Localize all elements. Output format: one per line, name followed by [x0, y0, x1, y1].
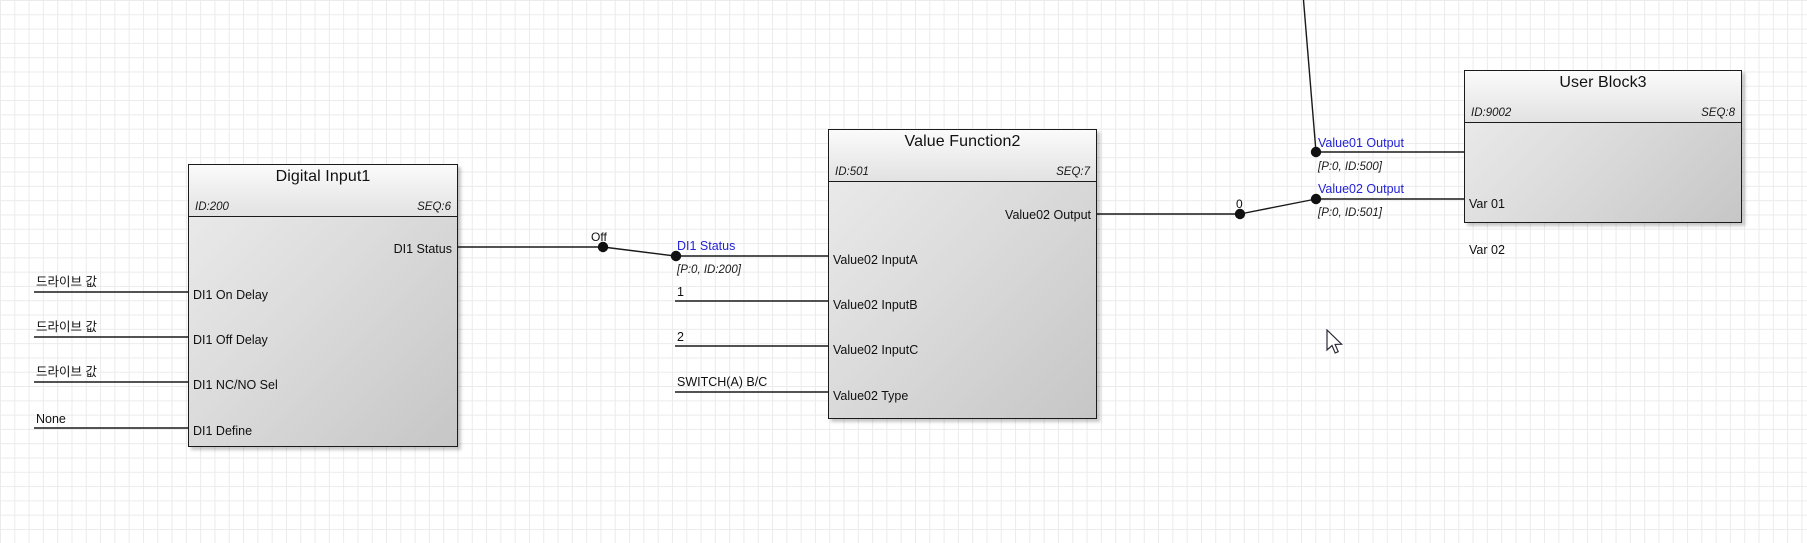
label-di1-off-delay-value[interactable]: 드라이브 값	[36, 320, 97, 334]
label-value02-inputb-value[interactable]: 1	[677, 285, 684, 299]
block-id: ID:200	[195, 201, 229, 213]
label-value02-inputc-value[interactable]: 2	[677, 330, 684, 344]
port-value02-output[interactable]: Value02 Output	[1005, 208, 1091, 222]
block-header: Value Function2 ID:501 SEQ:7	[829, 130, 1096, 182]
label-value02-output-meta: [P:0, ID:501]	[1318, 207, 1382, 219]
label-value01-output-meta: [P:0, ID:500]	[1318, 161, 1382, 173]
block-body: Value02 Output Value02 InputA Value02 In…	[829, 182, 1096, 418]
port-var-02[interactable]: Var 02	[1469, 243, 1505, 257]
block-seq: SEQ:7	[1056, 166, 1090, 178]
label-di1-define-value[interactable]: None	[36, 412, 66, 426]
wire-di1-status-link	[602, 246, 676, 257]
block-user-block3[interactable]: User Block3 ID:9002 SEQ:8 Var 01 Var 02	[1464, 70, 1742, 257]
block-id: ID:501	[835, 166, 869, 178]
block-body: Var 01 Var 02	[1465, 123, 1741, 257]
port-di1-on-delay[interactable]: DI1 On Delay	[193, 288, 269, 302]
block-id: ID:9002	[1471, 107, 1512, 119]
port-var-01[interactable]: Var 01	[1469, 197, 1505, 211]
block-value-function2[interactable]: Value Function2 ID:501 SEQ:7 Value02 Out…	[828, 129, 1097, 419]
block-title: User Block3	[1559, 74, 1647, 91]
block-seq: SEQ:8	[1701, 107, 1735, 119]
port-value02-inputa[interactable]: Value02 InputA	[833, 253, 918, 267]
label-di1-status-link[interactable]: DI1 Status	[677, 239, 736, 253]
block-header: User Block3 ID:9002 SEQ:8	[1465, 71, 1741, 123]
block-body: DI1 Status DI1 On Delay DI1 Off Delay DI…	[189, 217, 457, 446]
block-digital-input1[interactable]: Digital Input1 ID:200 SEQ:6 DI1 Status D…	[188, 164, 458, 447]
block-seq: SEQ:6	[417, 201, 451, 213]
mouse-pointer-icon	[1326, 329, 1344, 354]
label-di1-status-value[interactable]: Off	[591, 230, 607, 244]
port-value02-type[interactable]: Value02 Type	[833, 389, 909, 403]
wire-value02-output-link	[1239, 198, 1317, 215]
port-di1-off-delay[interactable]: DI1 Off Delay	[193, 333, 268, 347]
port-di1-define[interactable]: DI1 Define	[193, 424, 253, 438]
label-di1-on-delay-value[interactable]: 드라이브 값	[36, 275, 97, 289]
label-value02-type-value[interactable]: SWITCH(A) B/C	[677, 375, 768, 389]
label-di1-status-meta: [P:0, ID:200]	[677, 264, 741, 276]
block-header: Digital Input1 ID:200 SEQ:6	[189, 165, 457, 217]
wire-value01-output-incoming	[1302, 0, 1317, 153]
label-di1-nc-no-sel-value[interactable]: 드라이브 값	[36, 365, 97, 379]
port-di1-status[interactable]: DI1 Status	[393, 242, 452, 256]
port-value02-inputb[interactable]: Value02 InputB	[833, 298, 918, 312]
label-value01-output-link[interactable]: Value01 Output	[1318, 136, 1404, 150]
port-value02-inputc[interactable]: Value02 InputC	[833, 343, 919, 357]
label-value02-output-link[interactable]: Value02 Output	[1318, 182, 1404, 196]
block-title: Digital Input1	[275, 168, 371, 185]
port-di1-nc-no-sel[interactable]: DI1 NC/NO Sel	[193, 378, 278, 392]
block-title: Value Function2	[904, 133, 1021, 150]
label-value02-output-value[interactable]: 0	[1236, 197, 1243, 211]
